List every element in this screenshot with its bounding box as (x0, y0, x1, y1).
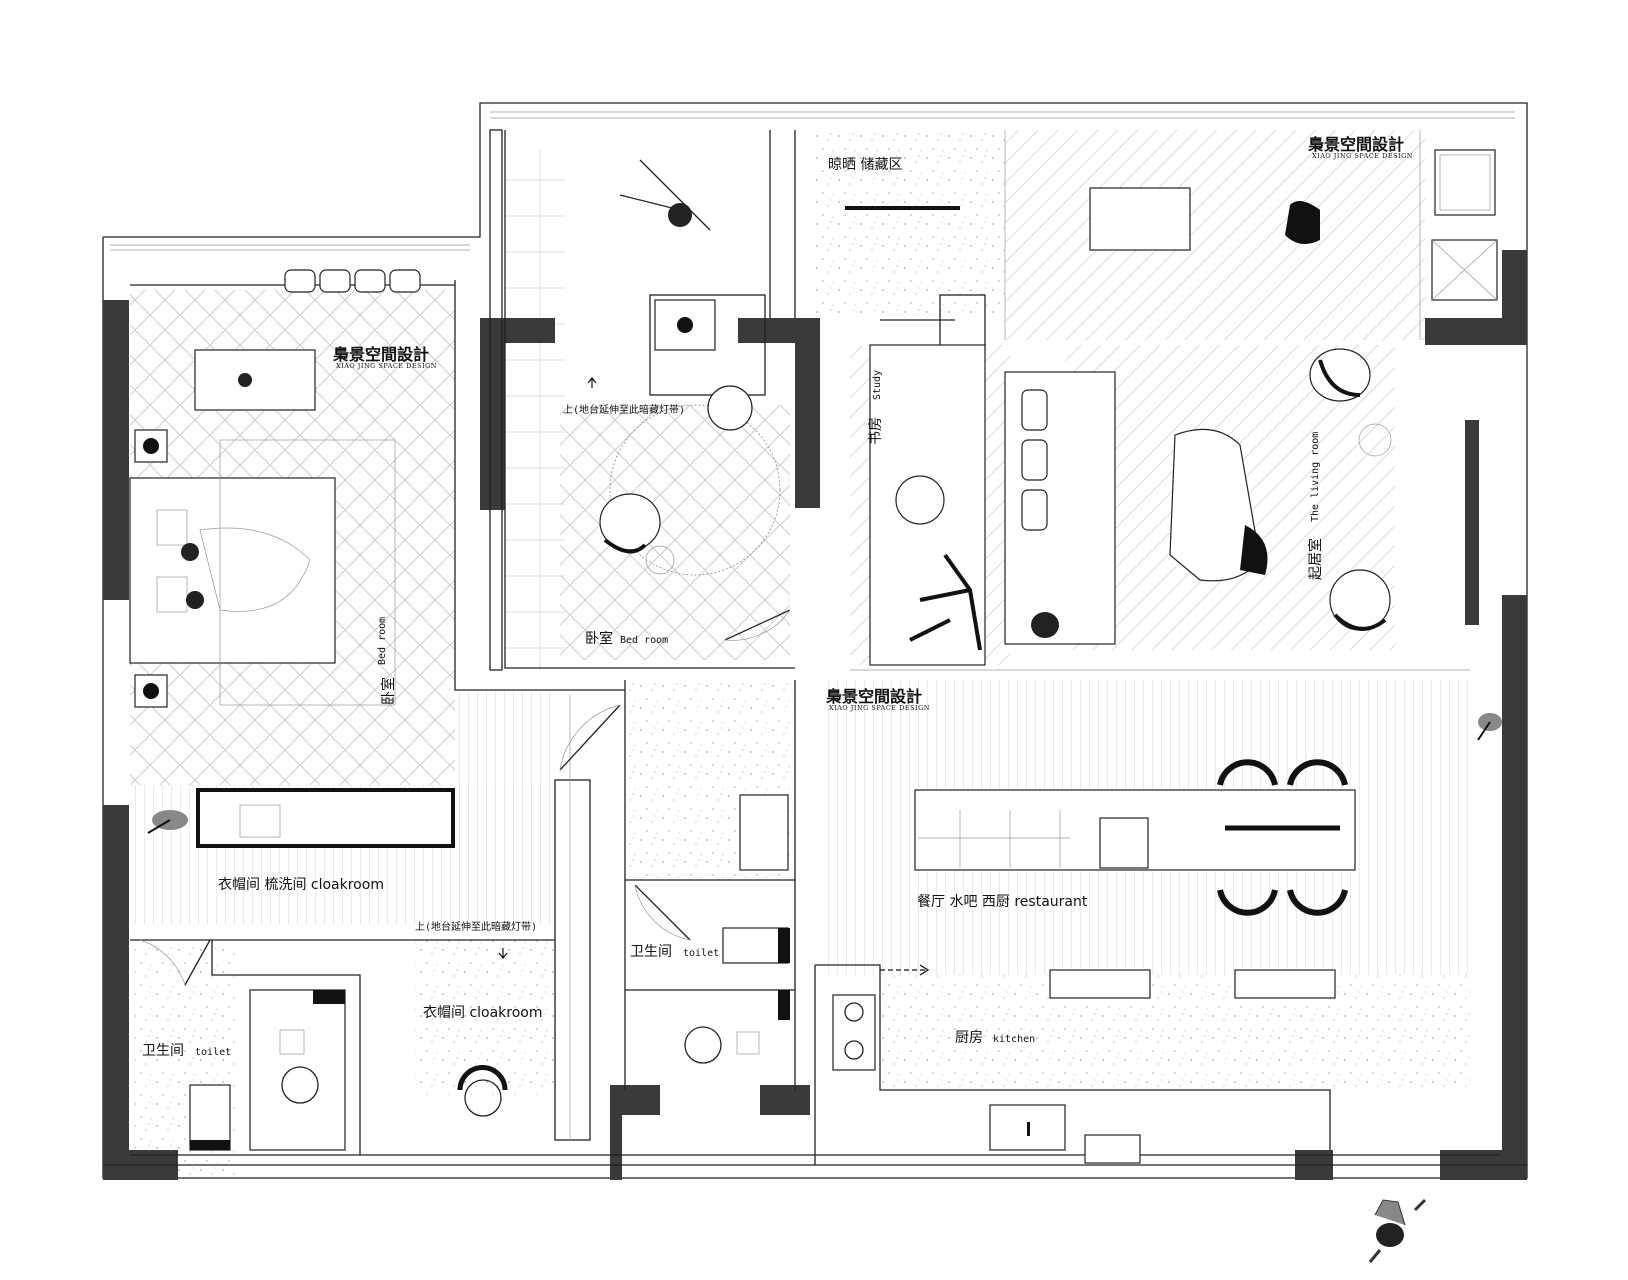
double-bed (129, 477, 336, 664)
brand-logo-center: 梟景空間設計 (825, 687, 922, 706)
label-cloakroom-wash: 衣帽间 梳洗间 cloakroom (218, 877, 384, 893)
doors (139, 609, 791, 986)
bench (194, 349, 316, 411)
label-drying-storage: 晾晒 储藏区 (828, 157, 902, 173)
label-toilet-mid-cn: 卫生间 (630, 944, 672, 960)
brand-sub-center: XIAO JING SPACE DESIGN (829, 704, 930, 712)
note-platform-top: 上(地台延伸至此暗藏灯带) (563, 403, 685, 416)
label-bedroom-mid-cn: 卧室 (585, 630, 613, 647)
label-bedroom-mid-en: Bed room (620, 635, 668, 646)
walking-person-icon (1368, 1198, 1427, 1263)
label-kitchen-cn: 厨房 (955, 1030, 983, 1046)
label-bedroom-left-en: Bed room (377, 617, 388, 665)
brand-sub-top: XIAO JING SPACE DESIGN (1312, 152, 1413, 160)
brand-logos: 梟景空間設計 XIAO JING SPACE DESIGN 梟景空間設計 XIA… (332, 135, 1413, 712)
label-living-cn: 起居室 (1307, 538, 1324, 580)
room-labels: 晾晒 储藏区 书房 Study 起居室 The living room 卧室 B… (142, 157, 1324, 1059)
brand-logo-left: 梟景空間設計 (332, 345, 429, 364)
furniture (129, 149, 1502, 1164)
label-toilet-left-cn: 卫生间 (142, 1043, 184, 1059)
brand-logo-top: 梟景空間設計 (1307, 135, 1404, 154)
label-cloakroom: 衣帽间 cloakroom (423, 1005, 543, 1021)
brand-sub-left: XIAO JING SPACE DESIGN (336, 362, 437, 370)
label-kitchen-en: kitchen (993, 1034, 1035, 1045)
label-restaurant: 餐厅 水吧 西厨 restaurant (917, 894, 1088, 910)
walls (102, 102, 1528, 1180)
label-bedroom-left-cn: 卧室 (380, 677, 397, 705)
note-platform-bottom: 上(地台延伸至此暗藏灯带) (415, 920, 537, 933)
label-toilet-left-en: toilet (195, 1047, 231, 1058)
label-toilet-mid-en: toilet (683, 948, 719, 959)
label-study-en: Study (872, 370, 883, 400)
label-study-cn: 书房 (868, 417, 884, 445)
label-living-en: The living room (1310, 432, 1321, 522)
